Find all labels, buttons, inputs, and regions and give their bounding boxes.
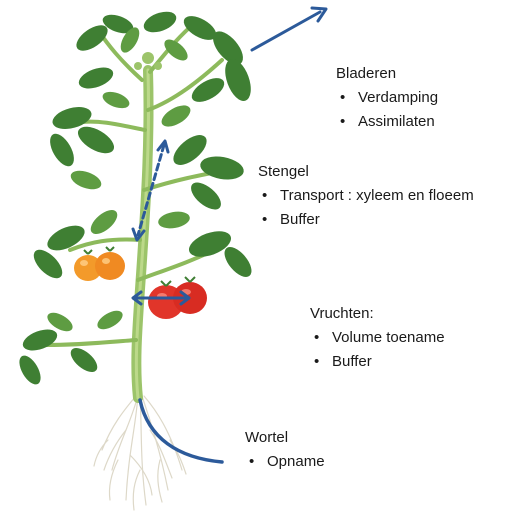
label-stem: Stengel •Transport : xyleem en floeem •B…	[258, 160, 474, 232]
label-leaves-item: •Assimilaten	[336, 110, 438, 134]
label-fruit-title: Vruchten:	[310, 302, 445, 326]
label-fruit-item: •Volume toename	[310, 326, 445, 350]
label-leaves: Bladeren •Verdamping •Assimilaten	[336, 62, 438, 134]
label-stem-item: •Transport : xyleem en floeem	[258, 184, 474, 208]
label-stem-item: •Buffer	[258, 208, 474, 232]
label-leaves-title: Bladeren	[336, 62, 438, 86]
label-fruit: Vruchten: •Volume toename •Buffer	[310, 302, 445, 374]
label-stem-title: Stengel	[258, 160, 474, 184]
label-fruit-item: •Buffer	[310, 350, 445, 374]
label-leaves-item: •Verdamping	[336, 86, 438, 110]
arrow-to-leaves	[252, 12, 320, 50]
orange-tomatoes	[74, 247, 125, 281]
arrow-root-uptake	[140, 400, 222, 462]
label-root: Wortel •Opname	[245, 426, 325, 474]
label-root-title: Wortel	[245, 426, 325, 450]
roots	[94, 395, 186, 510]
label-root-item: •Opname	[245, 450, 325, 474]
